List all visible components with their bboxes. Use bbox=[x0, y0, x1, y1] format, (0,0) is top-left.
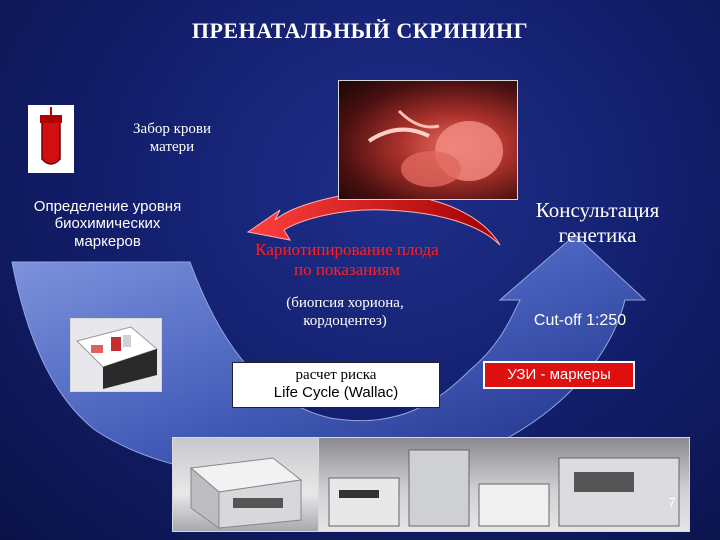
analyzer-right-image bbox=[318, 437, 690, 532]
geneticist-consult-label: Консультация генетика bbox=[505, 198, 690, 248]
cutoff-label: Cut-off 1:250 bbox=[500, 312, 660, 330]
karyotyping-label: Кариотипирование плода по показаниям bbox=[222, 240, 472, 281]
blood-tube-icon bbox=[26, 103, 76, 175]
test-kit-image bbox=[70, 318, 162, 392]
risk-calculation-box: расчет риска Life Cycle (Wallac) bbox=[232, 362, 440, 408]
ultrasound-markers-box: УЗИ - маркеры bbox=[483, 361, 635, 389]
fetus-image bbox=[338, 80, 518, 200]
red-arc-arrow bbox=[248, 193, 500, 245]
biopsy-label: (биопсия хориона, кордоцентез) bbox=[245, 294, 445, 330]
blood-sampling-label: Забор крови матери bbox=[112, 120, 232, 156]
page-number: 7 bbox=[660, 496, 684, 511]
analyzer-left-image bbox=[172, 437, 319, 532]
biochem-markers-label: Определение уровня биохимических маркеро… bbox=[0, 198, 215, 250]
